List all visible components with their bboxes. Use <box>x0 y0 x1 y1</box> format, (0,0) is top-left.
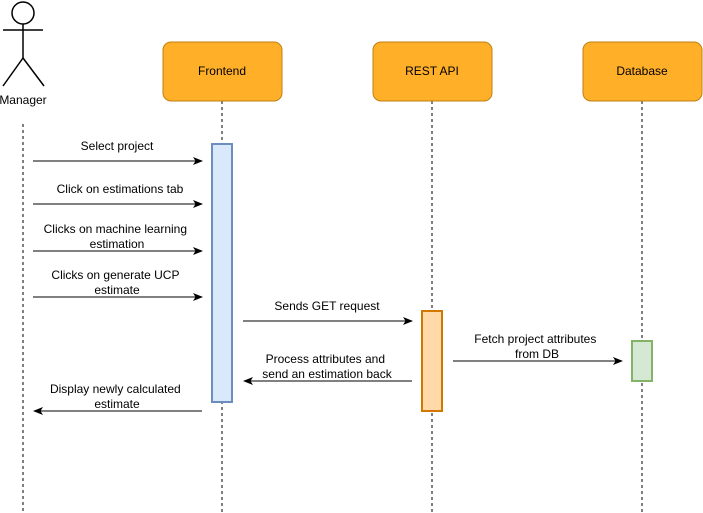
message-display-estimate: Display newly calculated estimate <box>50 382 184 411</box>
message-process-attributes: Process attributes and send an estimatio… <box>262 352 392 381</box>
rest-api-box <box>372 41 493 102</box>
participant-frontend: Frontend <box>162 41 283 102</box>
message-click-estimations-tab: Click on estimations tab <box>57 182 184 196</box>
message-generate-ucp: Clicks on generate UCP estimate <box>51 268 182 297</box>
database-label: Database <box>616 64 668 78</box>
message-select-project: Select project <box>81 139 154 153</box>
frontend-label: Frontend <box>198 64 246 78</box>
database-box <box>582 41 703 102</box>
rest-api-label: REST API <box>405 64 459 78</box>
participant-database: Database <box>582 41 703 102</box>
message-get-request: Sends GET request <box>274 299 380 313</box>
participant-rest-api: REST API <box>372 41 493 102</box>
manager-label: Manager <box>0 93 47 107</box>
frontend-box <box>162 41 283 102</box>
database-activation <box>631 340 653 382</box>
message-click-ml-estimation: Clicks on machine learning estimation <box>44 222 191 251</box>
rest-api-activation <box>421 310 443 412</box>
manager-actor: Manager <box>0 1 47 107</box>
stick-figure-icon <box>2 1 45 87</box>
message-fetch-attributes: Fetch project attributes from DB <box>474 332 599 361</box>
frontend-activation <box>211 143 233 403</box>
message-arrows <box>33 157 623 415</box>
